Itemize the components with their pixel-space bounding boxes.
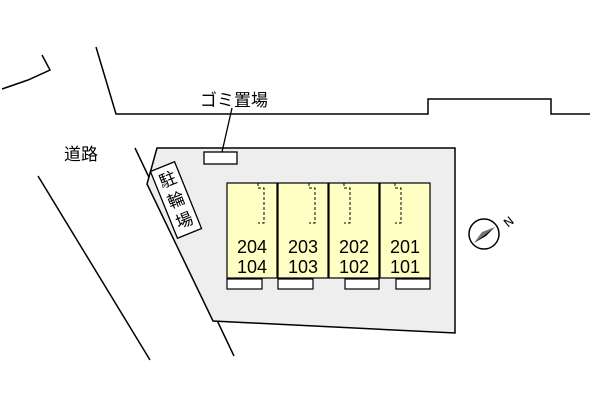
unit-entry-step bbox=[344, 278, 380, 290]
unit-203-103: 203 103 bbox=[277, 182, 329, 290]
unit-entry-step bbox=[226, 278, 263, 290]
unit-number-lower: 101 bbox=[390, 257, 420, 277]
top-left-road-corner bbox=[1, 54, 52, 90]
bicycle-parking: 駐 輪 場 bbox=[149, 160, 203, 240]
unit-201-101: 201 101 bbox=[379, 182, 431, 290]
unit-number-lower: 103 bbox=[288, 257, 318, 277]
unit-block bbox=[328, 182, 380, 279]
bicycle-parking-char-1: 駐 bbox=[157, 168, 180, 193]
bottom-left-road-edge-1 bbox=[37, 175, 151, 361]
stair-outline bbox=[394, 183, 402, 224]
north-compass: N bbox=[468, 214, 517, 250]
unit-block bbox=[277, 182, 329, 279]
apartment-building: 204 104 203 103 202 102 201 101 bbox=[226, 182, 431, 290]
unit-entry-step bbox=[277, 278, 314, 290]
unit-entry-step bbox=[395, 278, 431, 290]
garbage-leader-line bbox=[221, 107, 233, 153]
top-road-edge bbox=[95, 46, 590, 115]
compass-needle-tail-icon bbox=[474, 227, 495, 243]
stair-outline bbox=[257, 183, 265, 224]
bicycle-parking-char-3: 場 bbox=[173, 209, 196, 234]
bicycle-parking-frame bbox=[149, 160, 203, 240]
stair-outline bbox=[343, 183, 351, 224]
unit-number-lower: 102 bbox=[339, 257, 369, 277]
unit-202-102: 202 102 bbox=[328, 182, 380, 290]
compass-north-label: N bbox=[501, 214, 517, 230]
road-label: 道路 bbox=[64, 145, 98, 165]
unit-number-upper: 204 bbox=[237, 237, 267, 257]
unit-number-lower: 104 bbox=[237, 257, 267, 277]
garbage-area-label: ゴミ置場 bbox=[200, 90, 268, 111]
bicycle-parking-char-2: 輪 bbox=[165, 188, 188, 213]
unit-number-upper: 202 bbox=[339, 237, 369, 257]
unit-block bbox=[379, 182, 431, 279]
unit-204-104: 204 104 bbox=[226, 182, 278, 290]
unit-block bbox=[226, 182, 278, 279]
unit-number-upper: 203 bbox=[288, 237, 318, 257]
stair-outline bbox=[308, 183, 316, 224]
unit-number-upper: 201 bbox=[390, 237, 420, 257]
garbage-area bbox=[203, 151, 238, 165]
